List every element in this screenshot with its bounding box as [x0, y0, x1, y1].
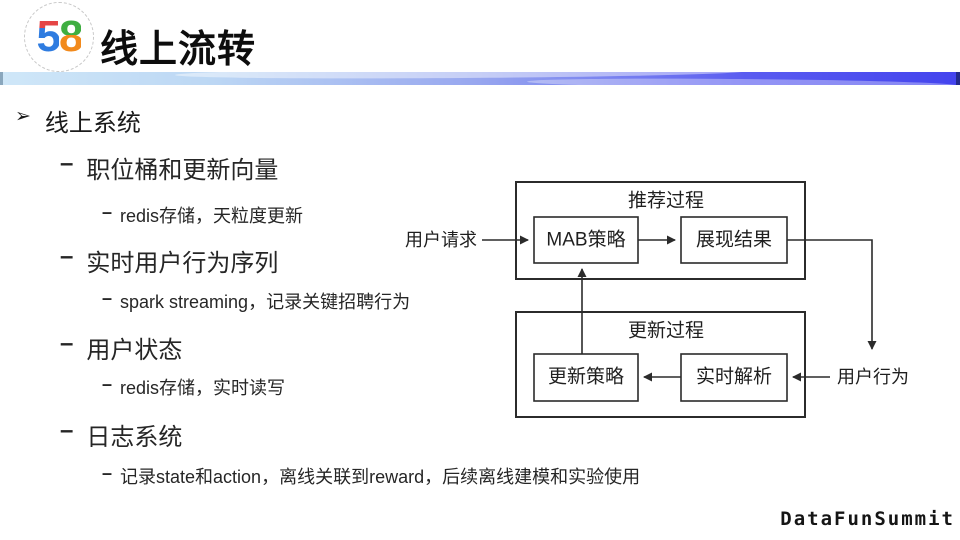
arrow-display-to-user-behavior — [787, 239, 877, 350]
bullet-text: 用户状态 — [86, 337, 183, 364]
page-title: 线上流转 — [100, 29, 257, 71]
logo-58-text: 5 8 — [36, 12, 84, 61]
mab-policy-node-box — [533, 216, 639, 264]
realtime-parse-node-label: 实时解析 — [696, 366, 772, 388]
bullet-text: redis存储，天粒度更新 — [120, 206, 304, 226]
bullet-state-action-reward: – 记录state和action，离线关联到reward，后续离线建模和实验使用 — [102, 463, 640, 489]
bullet-text: spark streaming，记录关键招聘行为 — [120, 292, 411, 312]
dash-bullet-icon: – — [60, 417, 74, 444]
dash-bullet-icon: – — [102, 463, 113, 483]
user-request-label: 用户请求 — [405, 230, 477, 250]
update-process-group-box — [515, 311, 806, 418]
update-process-group-label: 更新过程 — [628, 320, 704, 342]
bullet-text: 实时用户行为序列 — [86, 250, 279, 277]
bullet-text: 日志系统 — [86, 424, 183, 451]
bullet-redis-rw: – redis存储，实时读写 — [102, 374, 285, 400]
bullet-redis-daily: – redis存储，天粒度更新 — [102, 202, 303, 228]
bullet-user-state: – 用户状态 — [60, 330, 182, 365]
logo-58-icon: 5 8 — [24, 2, 94, 72]
bullet-text: redis存储，实时读写 — [120, 378, 286, 398]
realtime-parse-node-box — [680, 353, 788, 402]
update-policy-node-label: 更新策略 — [548, 366, 624, 388]
dash-bullet-icon: – — [102, 374, 113, 394]
display-result-node-box — [680, 216, 788, 264]
datafunsummit-brand: DataFunSummit — [780, 508, 955, 530]
bullet-position-bucket: – 职位桶和更新向量 — [60, 150, 278, 185]
dash-bullet-icon: – — [102, 202, 113, 222]
update-policy-node-box — [533, 353, 639, 402]
bullet-online-system: ➢ 线上系统 — [15, 103, 141, 138]
dash-bullet-icon: – — [60, 243, 74, 270]
recommend-process-group-label: 推荐过程 — [628, 190, 704, 212]
bullet-spark-streaming: – spark streaming，记录关键招聘行为 — [102, 288, 410, 314]
logo-digit-5: 5 — [36, 12, 62, 61]
dash-bullet-icon: – — [102, 288, 113, 308]
user-behavior-label: 用户行为 — [837, 367, 909, 387]
bullet-text: 记录state和action，离线关联到reward，后续离线建模和实验使用 — [120, 467, 641, 487]
logo-digit-8: 8 — [59, 12, 84, 61]
mab-policy-node-label: MAB策略 — [546, 229, 625, 251]
dash-bullet-icon: – — [60, 330, 74, 357]
header-accent-bar — [0, 72, 960, 85]
bullet-log-system: – 日志系统 — [60, 417, 182, 452]
bullet-text: 职位桶和更新向量 — [86, 157, 279, 184]
recommend-process-group-box — [515, 181, 806, 280]
accent-bar-swoosh — [527, 77, 956, 85]
display-result-node-label: 展现结果 — [696, 229, 772, 251]
bullet-realtime-behavior-seq: – 实时用户行为序列 — [60, 243, 278, 278]
arrow-bullet-icon: ➢ — [15, 106, 31, 127]
bullet-text: 线上系统 — [44, 110, 141, 137]
dash-bullet-icon: – — [60, 150, 74, 177]
